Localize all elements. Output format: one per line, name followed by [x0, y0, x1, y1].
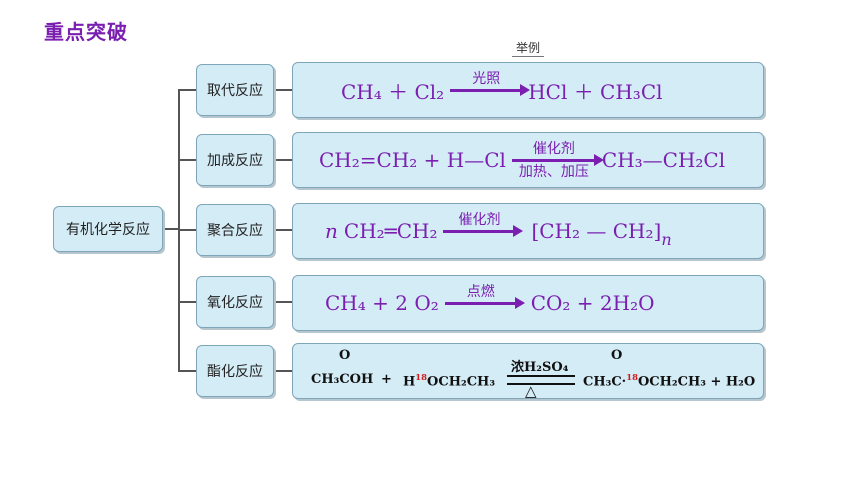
ester-product: CH₃C·18OCH₂CH₃ + H₂O — [583, 372, 755, 389]
branch-4 — [178, 301, 196, 303]
ox-right: CO₂ + 2H₂O — [530, 291, 655, 315]
poly-n: n — [325, 219, 338, 243]
ox-left: CH₄ + 2 O₂ — [325, 291, 439, 315]
root-box: 有机化学反应 — [53, 206, 163, 252]
add-condition-top: 催化剂 — [532, 140, 575, 157]
add-right: CH₃—CH₂Cl — [601, 148, 726, 172]
reaction-arrow: 催化剂 加热、加压 — [511, 140, 604, 180]
example-addition: CH₂=CH₂ + H—Cl 催化剂 加热、加压 CH₃—CH₂Cl — [292, 132, 764, 188]
sub-condition: 光照 — [472, 70, 501, 87]
sub-left: CH₄ ＋ Cl₂ — [341, 79, 445, 104]
alcohol: H18OCH₂CH₃ — [403, 372, 495, 389]
reaction-arrow: 光照 — [450, 70, 531, 110]
ester-condition-top: 浓H₂SO₄ — [511, 360, 569, 375]
acid-carbonyl-o: O — [339, 348, 351, 363]
example-polymerization: n CH₂═CH₂ 催化剂 [CH₂ — CH₂] n — [292, 203, 764, 259]
root-connector — [163, 228, 179, 230]
poly-right: [CH₂ — CH₂] — [531, 219, 662, 243]
category-substitution: 取代反应 — [196, 64, 274, 116]
category-oxidation: 氧化反应 — [196, 276, 274, 328]
link-2 — [274, 159, 292, 161]
example-substitution: CH₄ ＋ Cl₂ 光照 HCl ＋ CH₃Cl — [292, 62, 764, 118]
link-1 — [274, 89, 292, 91]
poly-n-subscript: n — [661, 229, 672, 249]
add-condition-bottom: 加热、加压 — [518, 163, 589, 180]
plus-sign: + — [381, 372, 392, 387]
poly-left: CH₂═CH₂ — [343, 219, 438, 243]
category-esterification: 酯化反应 — [196, 345, 274, 397]
branch-3 — [178, 229, 196, 231]
ester-isotope: 18 — [626, 372, 638, 382]
example-column-label: 举例 — [512, 40, 544, 57]
ester-left: CH₃C· — [583, 374, 627, 390]
acid-formula: CH₃COH — [311, 372, 374, 387]
branch-2 — [178, 159, 196, 161]
ox-condition: 点燃 — [466, 283, 495, 300]
branch-1 — [178, 89, 196, 91]
section-heading: 重点突破 — [44, 20, 128, 44]
isotope-mark: 18 — [415, 372, 428, 382]
category-polymerization: 聚合反应 — [196, 204, 274, 256]
example-oxidation: CH₄ + 2 O₂ 点燃 CO₂ + 2H₂O — [292, 275, 764, 331]
link-3 — [274, 229, 292, 231]
category-addition: 加成反应 — [196, 134, 274, 186]
reaction-arrow: 点燃 — [444, 283, 525, 323]
ester-carbonyl-o: O — [611, 348, 623, 363]
equilibrium-arrows — [507, 375, 575, 385]
add-left: CH₂=CH₂ + H—Cl — [319, 148, 506, 172]
link-4 — [274, 301, 292, 303]
alcohol-rest: OCH₂CH₃ — [427, 374, 496, 390]
ester-condition-bottom: △ — [525, 382, 537, 400]
branch-5 — [178, 370, 196, 372]
poly-condition: 催化剂 — [458, 211, 501, 228]
example-esterification: O CH₃COH + H18OCH₂CH₃ 浓H₂SO₄ △ O CH₃C·18… — [292, 343, 764, 400]
sub-right: HCl ＋ CH₃Cl — [528, 79, 663, 104]
alcohol-h: H — [403, 374, 416, 390]
reaction-arrow: 催化剂 — [443, 211, 524, 251]
link-5 — [274, 370, 292, 372]
ester-rest: OCH₂CH₃ + H₂O — [637, 374, 756, 390]
